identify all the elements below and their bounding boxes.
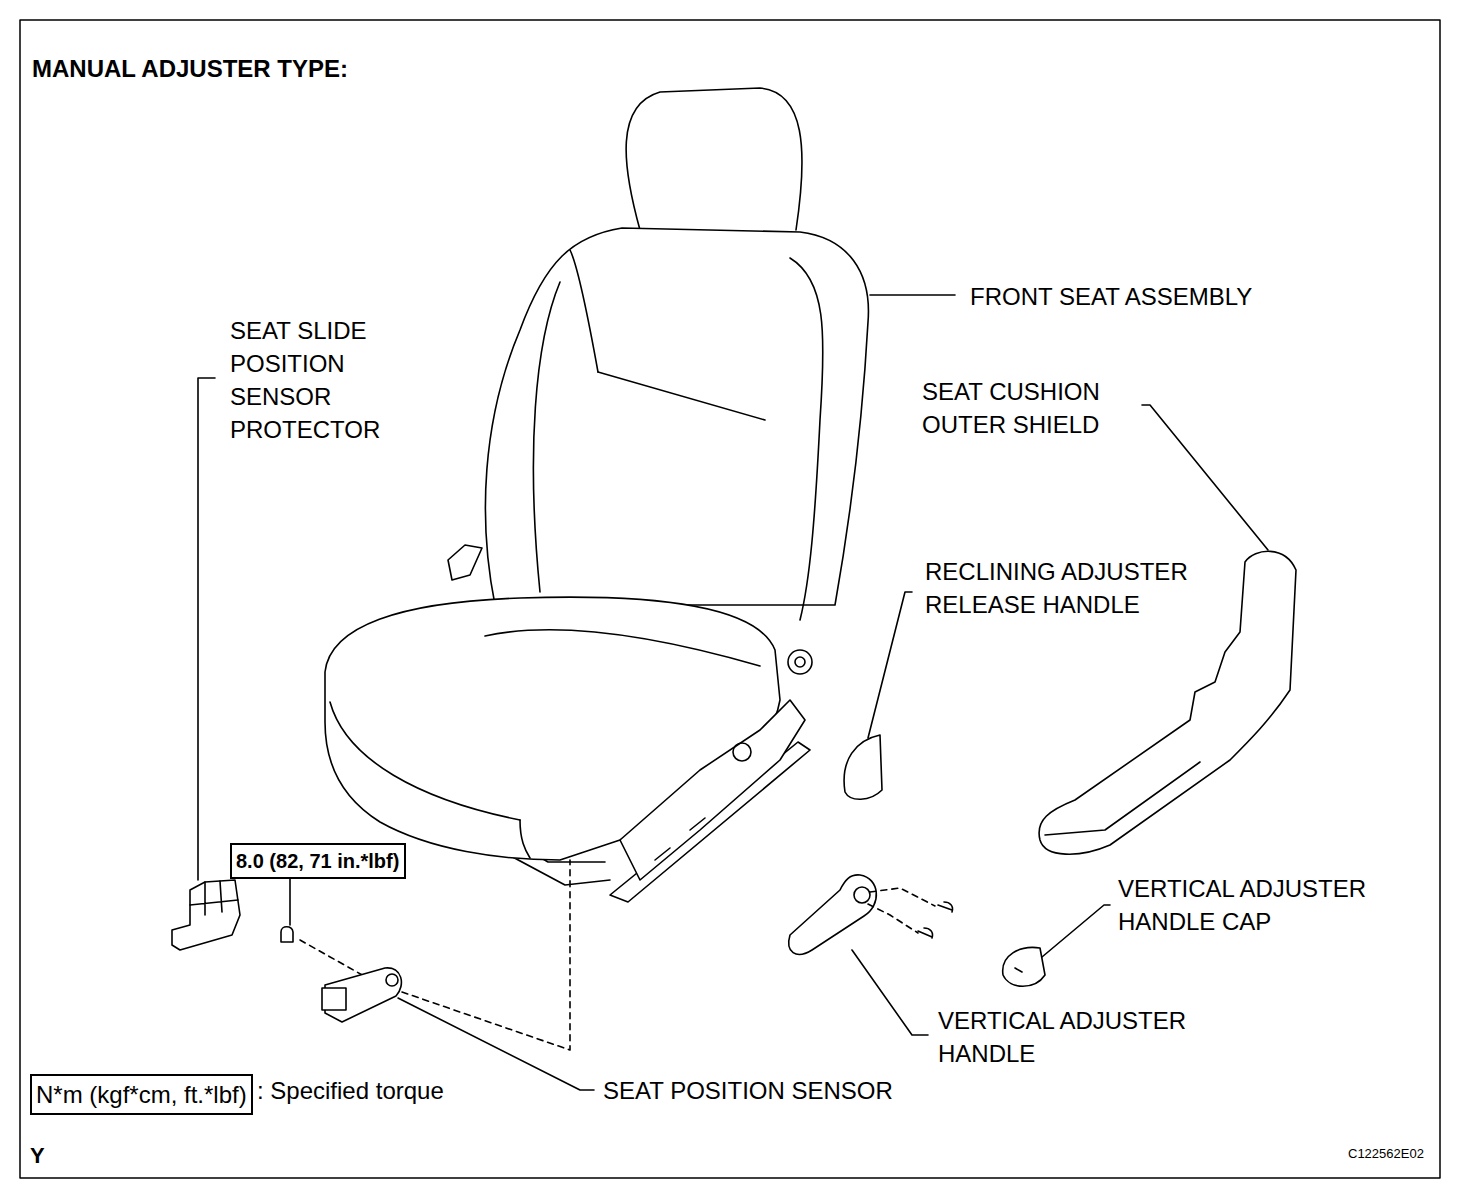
part-name: VERTICAL ADJUSTER HANDLE CAP xyxy=(1118,872,1433,938)
sensor-protector xyxy=(172,880,240,950)
recliner-hinge xyxy=(788,650,812,674)
adjuster-handle xyxy=(854,887,870,903)
part-name: FRONT SEAT ASSEMBLY xyxy=(970,280,1252,313)
leader-line xyxy=(870,294,955,296)
part-name: SEAT POSITION SENSOR xyxy=(603,1074,893,1107)
screw xyxy=(918,902,953,938)
seat-back-seam xyxy=(598,372,765,420)
cushion-seam xyxy=(520,820,530,858)
part-name: SEAT CUSHION OUTER SHIELD xyxy=(922,375,1162,441)
frame-border xyxy=(20,20,1440,1178)
seat-back-seam xyxy=(570,250,598,372)
handle-cap xyxy=(1015,968,1022,972)
torque-text: N*m (kgf*cm, ft.*lbf) xyxy=(36,1080,247,1109)
torque-text: 8.0 (82, 71 in.*lbf) xyxy=(236,849,399,873)
dashed-line xyxy=(870,888,935,906)
dashed-line xyxy=(402,860,570,1050)
seat-back-seam xyxy=(790,258,823,620)
figure-title: MANUAL ADJUSTER TYPE: xyxy=(32,52,348,85)
page-mark: Y xyxy=(30,1143,45,1169)
seat-mechanism xyxy=(655,818,705,860)
position-sensor xyxy=(386,974,398,986)
cushion-seam xyxy=(485,630,760,666)
seat-mechanism xyxy=(733,743,751,761)
part-name: RECLINING ADJUSTER RELEASE HANDLE xyxy=(925,555,1260,621)
part-name: SEAT SLIDE POSITION SENSOR PROTECTOR xyxy=(230,314,415,446)
leader-line xyxy=(398,998,594,1090)
leader-line xyxy=(852,950,928,1035)
seat-back-seam xyxy=(533,282,560,592)
belt-buckle xyxy=(448,545,482,580)
position-sensor xyxy=(322,988,346,1010)
sensor-protector xyxy=(190,881,238,915)
outer-shield xyxy=(1045,762,1200,835)
torque-box: 8.0 (82, 71 in.*lbf) xyxy=(230,843,406,879)
adjuster-handle xyxy=(789,875,877,954)
seat-mechanism xyxy=(620,700,805,880)
torque-legend-box: N*m (kgf*cm, ft.*lbf) xyxy=(30,1074,253,1115)
legend-text: : Specified torque xyxy=(257,1074,444,1107)
figure-id: C122562E02 xyxy=(1348,1146,1424,1162)
leader-line xyxy=(1042,905,1110,957)
cushion-seam xyxy=(330,702,520,820)
handle-cap xyxy=(1003,947,1045,986)
leader-line xyxy=(1142,405,1268,550)
part-name: VERTICAL ADJUSTER HANDLE xyxy=(938,1004,1253,1070)
screw xyxy=(281,927,293,942)
dashed-line xyxy=(868,904,918,933)
leader-line xyxy=(289,876,291,925)
leader-line xyxy=(868,592,912,738)
recliner-hinge xyxy=(795,657,805,667)
release-handle xyxy=(844,735,882,799)
headrest xyxy=(626,88,802,230)
leader-line xyxy=(198,378,215,880)
